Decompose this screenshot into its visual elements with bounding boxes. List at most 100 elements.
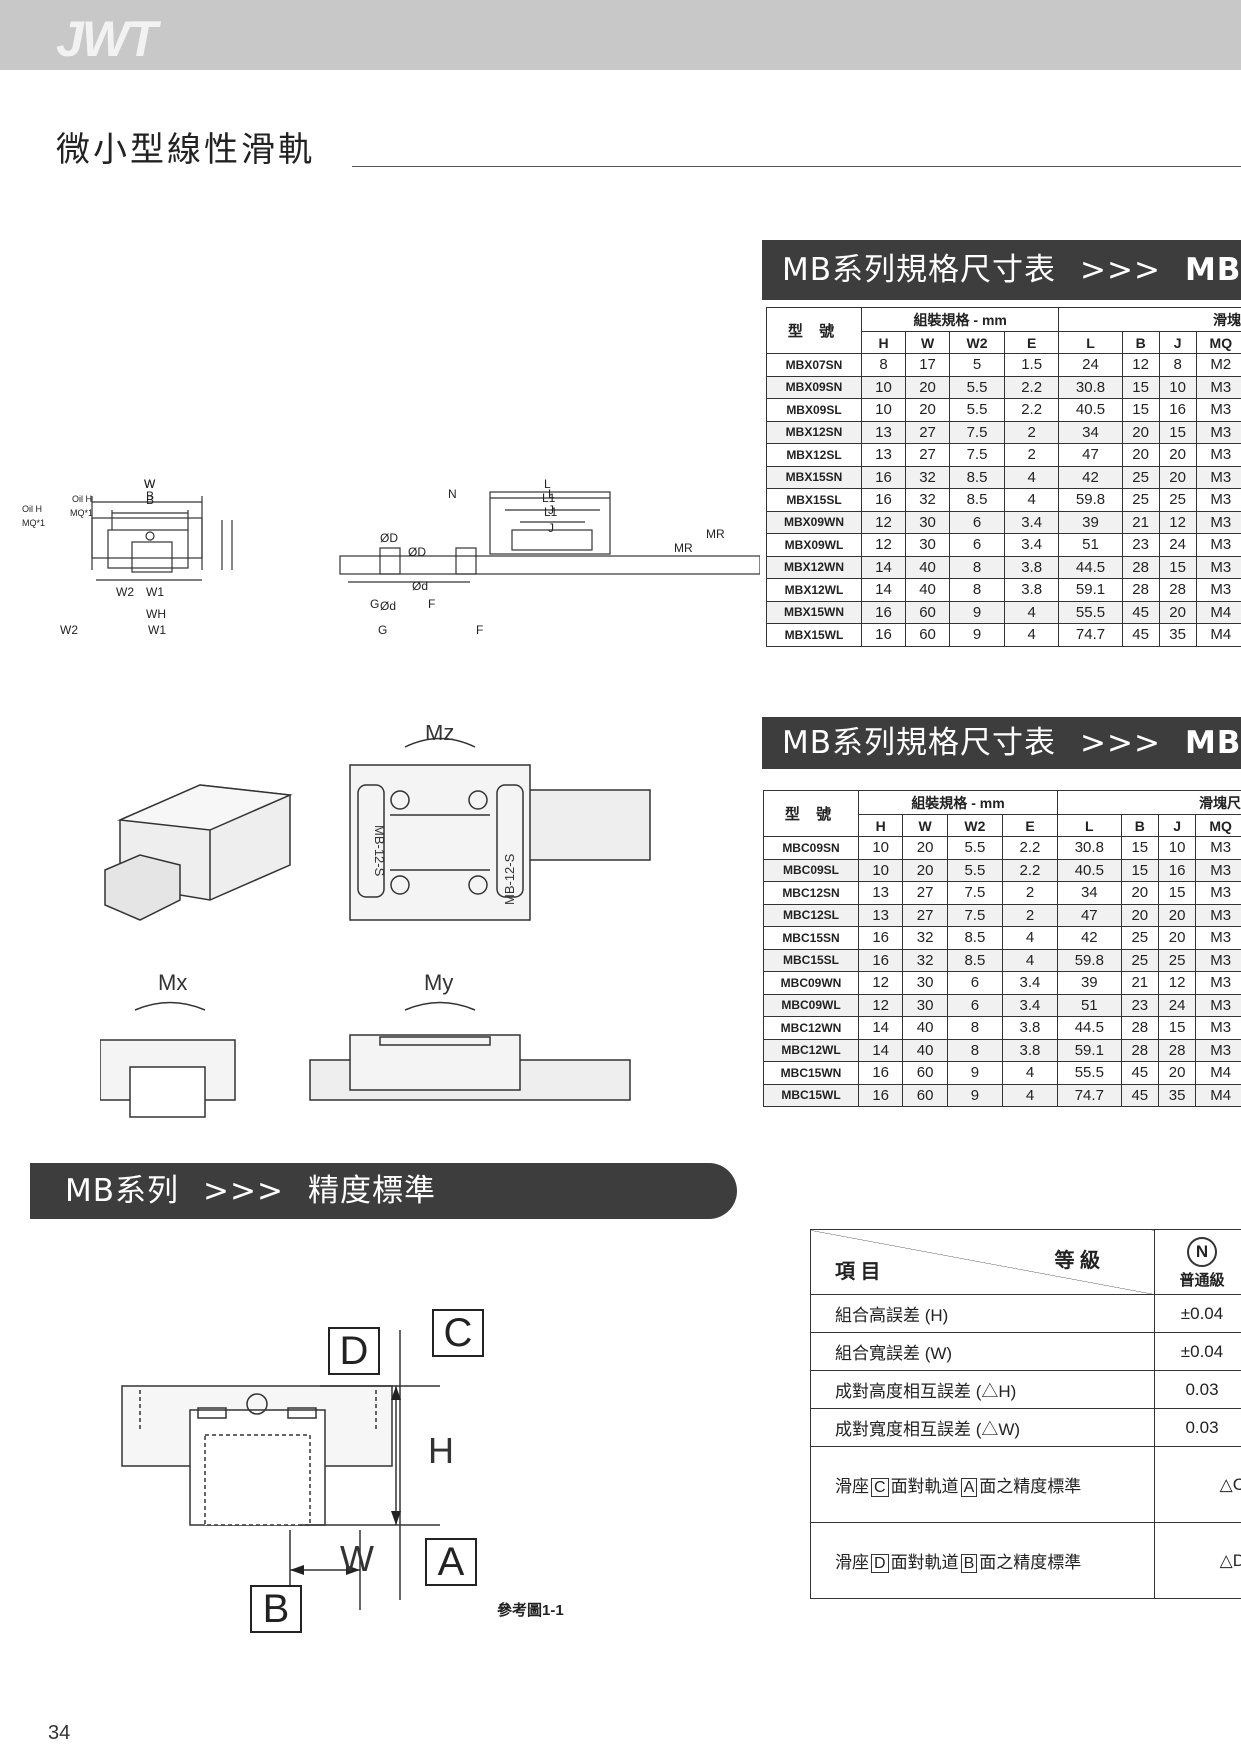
reference-width-label: W [340,1538,374,1579]
table-cell: 16 [1158,398,1197,422]
table-cell: 16 [860,488,907,512]
reference-letter-d: D [328,1327,380,1375]
model-cell: MBX12WL [766,578,862,602]
table-cell: 16 [860,600,907,624]
dim-label-mr: MR [706,527,725,541]
model-cell: MBC15SL [763,948,859,972]
mbc-spec-banner: MB系列規格尺寸表>>>MB [762,717,1241,769]
surface-label-text: 滑座 [835,1477,869,1496]
accuracy-surface-value: △D [1154,1522,1241,1599]
table-cell: 23 [1121,533,1160,557]
accuracy-row: 組合高誤差 (H)±0.04 [810,1294,1241,1333]
banner-accuracy-subtitle: 精度標準 [307,1173,436,1209]
table-cell: 47 [1056,903,1122,927]
table-cell: 20 [1157,1061,1197,1085]
table-cell: 8 [949,578,1005,602]
accuracy-value: ±0.04 [1154,1332,1241,1371]
dim-label-b: B [146,489,154,503]
model-cell: MBC15WL [763,1083,859,1107]
dim-label-mr-wide: MR [674,541,693,555]
dim-label-j: J [548,503,554,517]
table-cell: M3 [1195,578,1241,602]
table-cell: M3 [1195,993,1241,1017]
table-cell: 16 [857,1061,904,1085]
table-cell: 40 [905,578,951,602]
table-cell: 4 [1003,623,1060,647]
table-cell: 59.1 [1058,578,1123,602]
model-cell: MBX15WL [766,623,862,647]
table-cell: 4 [1002,1083,1058,1107]
table-cell: 8.5 [946,926,1004,950]
table-cell: 3.4 [1003,510,1060,534]
table-cell: 7.5 [949,443,1005,467]
table-cell: M3 [1195,881,1241,905]
table-cell: 30 [905,533,951,557]
table-cell: 27 [905,420,951,444]
table-cell: 5.5 [946,836,1004,860]
table-cell: 34 [1056,881,1122,905]
table-cell: 20 [1121,443,1160,467]
dim-label-l1: L1 [542,491,556,505]
table-cell: M3 [1195,836,1241,860]
table-cell: 9 [949,623,1005,647]
surface-label-text: 面之精度標準 [979,1477,1082,1496]
table-cell: M4 [1195,1061,1241,1085]
table-cell: 25 [1120,926,1159,950]
accuracy-item-label: 組合寬誤差 (W) [810,1332,1155,1371]
table-cell: 3.4 [1003,533,1060,557]
table-cell: 4 [1003,600,1060,624]
table-cell: 25 [1120,948,1159,972]
table-cell: M3 [1195,971,1241,995]
dim-label-w: W [144,477,156,491]
table-cell: 6 [949,510,1005,534]
surface-label-text: 面對軌道 [890,1553,959,1572]
dim-label-w2-wide: W2 [60,623,78,637]
table-cell: 5.5 [949,375,1005,399]
surface-letter-box: B [960,1554,978,1573]
table-cell: 2 [1003,420,1060,444]
table-cell: 8.5 [949,488,1005,512]
surface-label-text: 面之精度標準 [979,1553,1082,1572]
dim-label-od: ØD [380,531,398,545]
table-cell: 21 [1121,510,1160,534]
table-cell: 30 [902,993,948,1017]
accuracy-header-cell: 項 目 等 級 [810,1229,1155,1295]
surface-letter-box: C [871,1478,889,1497]
table-cell: 44.5 [1056,1016,1122,1040]
table-cell: M3 [1195,510,1241,534]
table-cell: 20 [1157,903,1197,927]
table-cell: 55.5 [1058,600,1123,624]
mq-label-wide: MQ*1 [22,518,45,528]
dim-label-n: N [448,487,457,501]
model-cell: MBX12SN [766,420,862,444]
table-cell: 27 [905,443,951,467]
table-cell: 60 [902,1083,948,1107]
table-cell: 10 [860,375,907,399]
table-cell: 30.8 [1058,375,1123,399]
table-cell: 5.5 [949,398,1005,422]
table-cell: 6 [946,993,1004,1017]
accuracy-header-grade: 等 級 [1054,1250,1100,1272]
table-cell: 20 [905,375,951,399]
table-cell: 28 [1158,578,1197,602]
table-cell: 3.8 [1003,555,1060,579]
table-cell: 2.2 [1002,858,1058,882]
dim-label-od-wide: ØD [408,545,426,559]
mq-label: MQ*1 [70,508,93,518]
table-cell: M3 [1195,858,1241,882]
table-cell: 32 [902,948,948,972]
surface-letter-box: A [960,1478,978,1497]
reference-letter-b: B [250,1585,302,1633]
table-cell: 45 [1121,623,1160,647]
mbc-col-header: L [1056,814,1122,837]
model-cell: MBC15WN [763,1061,859,1085]
table-header-model: 型 號 [766,307,862,354]
table-cell: 59.1 [1056,1038,1122,1062]
